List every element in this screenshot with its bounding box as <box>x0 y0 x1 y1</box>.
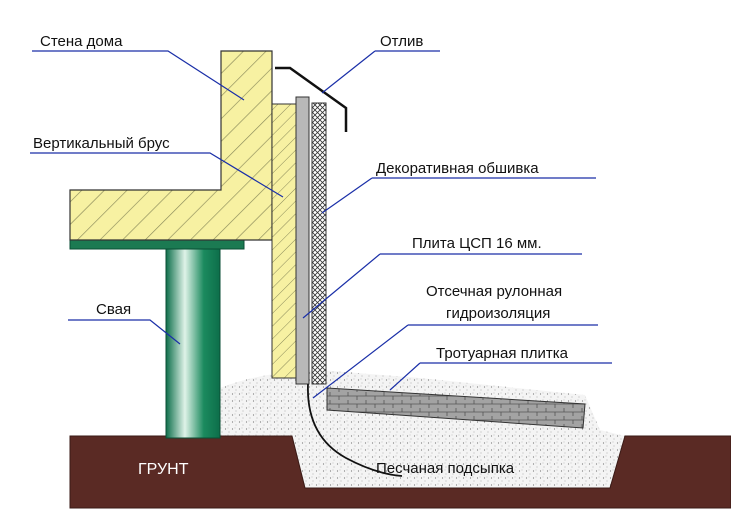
label-ground: ГРУНТ <box>138 461 189 478</box>
drip-edge <box>275 66 348 132</box>
waterproofing-membrane <box>307 383 403 477</box>
label-sand-bed: Песчаная подсыпка <box>376 460 515 477</box>
label-decorative-cladding: Декоративная обшивка <box>376 160 539 177</box>
csp-board <box>295 96 310 385</box>
label-waterproofing-line1: Отсечная рулонная <box>426 283 562 300</box>
label-drip-edge: Отлив <box>380 33 423 50</box>
decorative-cladding <box>311 102 327 385</box>
label-house-wall: Стена дома <box>40 33 123 50</box>
leader-lines <box>30 50 612 399</box>
pile <box>165 247 221 439</box>
vertical-beam <box>271 103 297 379</box>
sill-strip <box>69 239 245 250</box>
ground <box>69 435 731 509</box>
label-pile: Свая <box>96 301 131 318</box>
label-paving-tile: Тротуарная плитка <box>436 345 569 362</box>
sand-bed <box>220 370 625 488</box>
label-csp-board: Плита ЦСП 16 мм. <box>412 235 542 252</box>
paving-tile <box>326 387 586 429</box>
label-waterproofing-line2: гидроизоляция <box>446 305 550 322</box>
house-wall <box>69 50 273 241</box>
label-vertical-beam: Вертикальный брус <box>33 135 170 152</box>
